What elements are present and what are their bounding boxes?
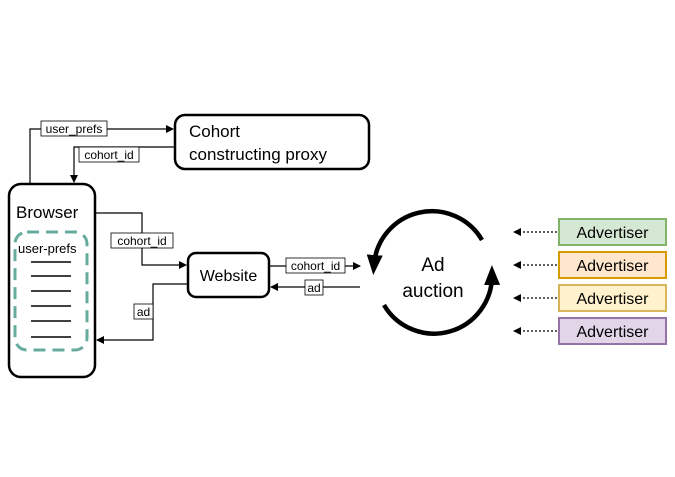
- advertiser-box: [558, 218, 667, 246]
- advertiser-2: Advertiser: [513, 251, 667, 279]
- auction-arc-top-icon: [366, 208, 484, 275]
- advertiser-3: Advertiser: [513, 284, 667, 312]
- edge-ad-to-browser-label: ad: [137, 305, 150, 319]
- ad-auction-cycle: Ad auction: [366, 208, 501, 336]
- edge-ad-from-auction: ad: [270, 279, 360, 296]
- edge-cohort-id-to-website-label: cohort_id: [117, 234, 166, 248]
- advertiser-1: Advertiser: [513, 218, 667, 246]
- user-prefs-group: user-prefs: [13, 230, 89, 352]
- edge-ad-from-auction-label: ad: [307, 281, 320, 295]
- auction-arc-bottom-icon: [382, 265, 501, 336]
- advertiser-4: Advertiser: [513, 317, 667, 345]
- auction-label-line1: Ad: [421, 255, 444, 276]
- advertiser-box: [558, 284, 667, 312]
- advertiser-label: Advertiser: [576, 291, 649, 308]
- cohort-proxy-label-line2: constructing proxy: [189, 145, 327, 164]
- auction-label-line2: auction: [402, 281, 463, 302]
- browser-label: Browser: [16, 203, 79, 222]
- advertiser-box: [558, 317, 667, 345]
- user-prefs-lines: [31, 261, 71, 338]
- cohort-proxy-node: Cohort constructing proxy: [173, 113, 371, 171]
- edge-cohort-id-from-proxy-label: cohort_id: [84, 148, 133, 162]
- edge-cohort-id-from-proxy: cohort_id: [70, 146, 175, 183]
- edge-cohort-id-to-website: cohort_id: [95, 212, 187, 269]
- website-label: Website: [200, 268, 258, 285]
- edge-cohort-id-to-auction-label: cohort_id: [291, 259, 340, 273]
- edge-ad-to-browser: ad: [96, 283, 188, 344]
- advertiser-box: [558, 251, 667, 279]
- advertiser-label: Advertiser: [576, 225, 649, 242]
- advertiser-label: Advertiser: [576, 324, 649, 341]
- edge-user-prefs-label: user_prefs: [46, 122, 103, 136]
- advertiser-label: Advertiser: [576, 258, 649, 275]
- edge-user-prefs: user_prefs: [29, 120, 174, 184]
- user-prefs-label: user-prefs: [18, 241, 77, 256]
- cohort-proxy-label-line1: Cohort: [189, 122, 240, 141]
- website-node: Website: [186, 251, 271, 299]
- edge-cohort-id-to-auction: cohort_id: [269, 257, 361, 274]
